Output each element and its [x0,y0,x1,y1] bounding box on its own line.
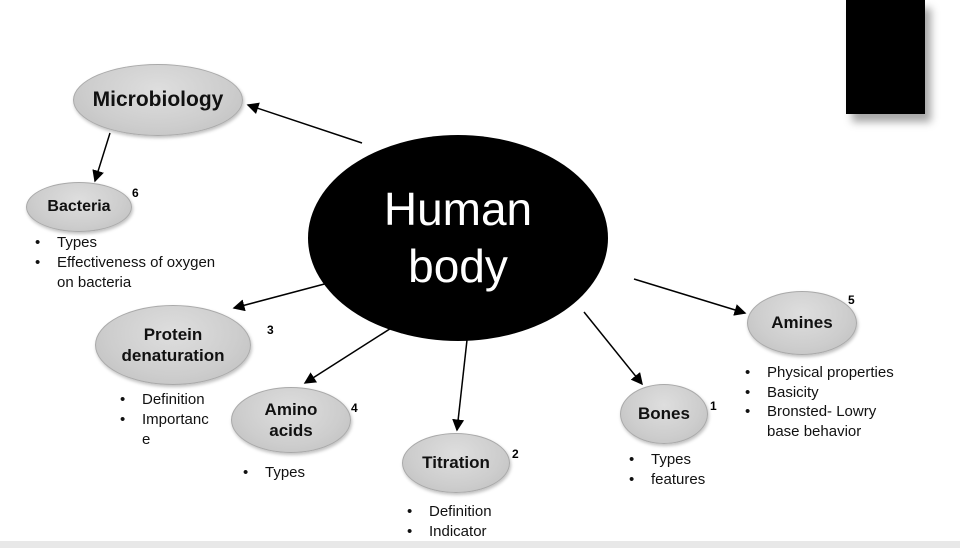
bullet: • [745,364,751,381]
bullet-text: on bacteria [57,274,132,291]
bullet: • [35,254,41,271]
amines-bullets: • Physical properties • Basicity • Bronsted… [745,363,894,442]
node-amines: Amines [747,291,857,355]
arrow-to-amines [633,278,747,316]
node-microbiology: Microbiology [73,64,243,136]
node-amino-acids: Amino acids [231,387,351,453]
bullet-text: Types [265,464,306,481]
node-titration: Titration [402,433,510,493]
bullet-text: Types [651,451,692,468]
bullet: • [120,391,126,408]
node-number: 6 [132,186,139,200]
bullet: • [407,523,413,540]
bullet: • [407,503,413,520]
bullet: • [35,234,41,251]
bullet-text: features [651,471,706,488]
bullet-text: Definition [142,391,205,408]
node-number: 2 [512,447,519,461]
bullet: • [243,464,249,481]
node-bones: Bones [620,384,708,444]
arrow-to-titration [452,339,468,432]
node-label: Protein [143,324,203,344]
bullet-text: base behavior [767,423,862,441]
amino-bullets: • Types [243,463,305,483]
protein-bullets: • Definition • Importanc e [120,390,209,450]
black-rectangle [846,0,925,114]
arrow-to-amino [303,324,397,384]
center-line1: Human [383,182,533,235]
bullet: • [745,383,751,401]
bullet-text: Effectiveness of oxygen [57,254,216,271]
arrow-to-bones [583,311,643,386]
bullet: • [120,411,126,428]
bullet-text: Indicator [429,523,487,540]
bullet-text: Importanc [142,411,209,428]
bacteria-bullets: • Types • Effectiveness of oxygen on bacte… [35,233,215,293]
arrow-to-bacteria [92,132,111,183]
bullet-text: Types [57,234,98,251]
node-label: Bacteria [47,198,111,215]
bullet: • [629,471,635,488]
node-bacteria: Bacteria [26,182,132,232]
node-label: Bones [638,404,690,424]
bullet-text: Basicity [767,383,819,401]
arrow-to-microbiology [246,102,363,144]
bullet-text: e [142,431,151,448]
bones-bullets: • Types • features [629,450,705,490]
arrow-to-protein [232,281,333,312]
node-number: 5 [848,293,855,307]
center-line2: body [408,240,508,292]
bullet: • [745,403,751,421]
node-number: 3 [267,323,274,337]
node-number: 4 [351,401,358,415]
node-label: denaturation [121,346,225,365]
node-protein-denaturation: Protein denaturation [95,305,251,385]
bullet-text: Bronsted- Lowry [767,403,877,421]
node-label: Amines [771,313,833,333]
bullet-text: Definition [429,503,492,520]
node-label: Amino [264,399,318,419]
node-number: 1 [710,399,717,413]
node-label: Microbiology [92,87,224,111]
bullet-text: Physical properties [767,364,894,381]
titration-bullets: • Definition • Indicator [407,502,492,542]
bottom-strip [0,541,960,548]
node-label: Titration [422,453,490,473]
bullet: • [629,451,635,468]
node-label: acids [269,421,313,440]
